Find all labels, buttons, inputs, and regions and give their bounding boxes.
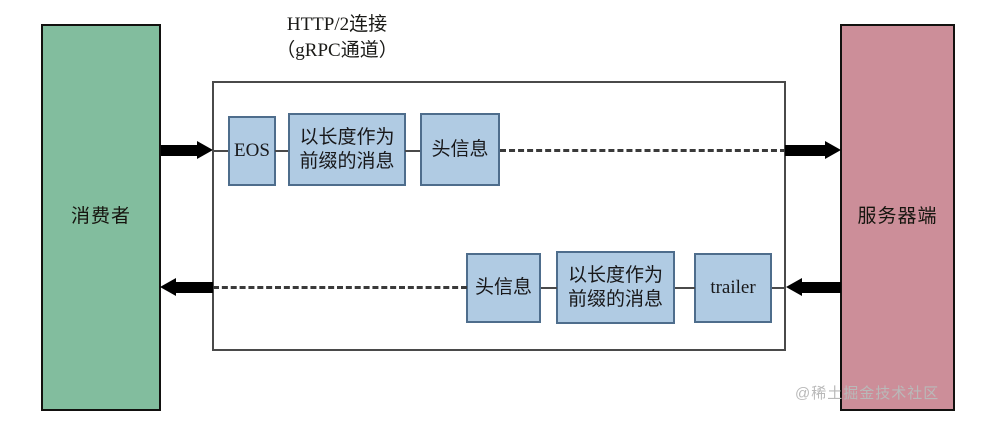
request-box-lpm-line-2: 前缀的消息	[299, 150, 395, 172]
response-connector-3	[771, 287, 786, 289]
server-endpoint-box: 服务器端	[840, 24, 955, 411]
request-box-header: 头信息	[420, 113, 500, 186]
response-connector-1	[540, 287, 557, 289]
http2-connection-container	[212, 81, 786, 351]
arrow-shaft	[801, 282, 841, 293]
arrow-shaft	[161, 145, 198, 156]
watermark: @稀土掘金技术社区	[795, 385, 940, 402]
response-box-lpm-line-2: 前缀的消息	[567, 288, 663, 310]
request-box-header-line-1: 头信息	[431, 138, 489, 160]
response-box-length-prefixed-message: 以长度作为 前缀的消息	[556, 251, 675, 324]
request-outbound-arrow	[785, 141, 841, 159]
request-inbound-arrow	[161, 141, 213, 159]
request-box-length-prefixed-message: 以长度作为 前缀的消息	[288, 113, 406, 186]
arrow-head	[160, 278, 176, 296]
consumer-label: 消费者	[70, 206, 131, 228]
consumer-endpoint-box: 消费者	[41, 24, 161, 411]
connection-title: HTTP/2连接 （gRPC通道）	[212, 12, 462, 63]
connection-title-line-1: HTTP/2连接	[286, 14, 388, 35]
arrow-shaft	[175, 282, 213, 293]
request-box-lpm-line-1: 以长度作为	[299, 127, 395, 149]
request-connector-2	[275, 150, 289, 152]
request-box-eos: EOS	[228, 116, 276, 186]
response-outbound-arrow	[160, 278, 213, 296]
response-dashed-line	[213, 286, 467, 289]
request-connector-3	[405, 150, 421, 152]
arrow-head	[825, 141, 841, 159]
response-box-trailer: trailer	[694, 253, 772, 323]
response-box-header-line-1: 头信息	[474, 277, 532, 299]
response-connector-2	[674, 287, 695, 289]
response-inbound-arrow	[786, 278, 841, 296]
response-box-trailer-line-1: trailer	[710, 277, 756, 299]
request-box-eos-line-1: EOS	[234, 140, 270, 162]
server-label: 服务器端	[857, 206, 938, 228]
connection-title-line-2: （gRPC通道）	[276, 39, 398, 61]
arrow-head	[197, 141, 213, 159]
arrow-head	[786, 278, 802, 296]
response-box-lpm-line-1: 以长度作为	[567, 265, 663, 287]
arrow-shaft	[785, 145, 826, 156]
request-connector-1	[212, 150, 229, 152]
request-dashed-line	[500, 149, 786, 152]
response-box-header: 头信息	[466, 253, 541, 323]
